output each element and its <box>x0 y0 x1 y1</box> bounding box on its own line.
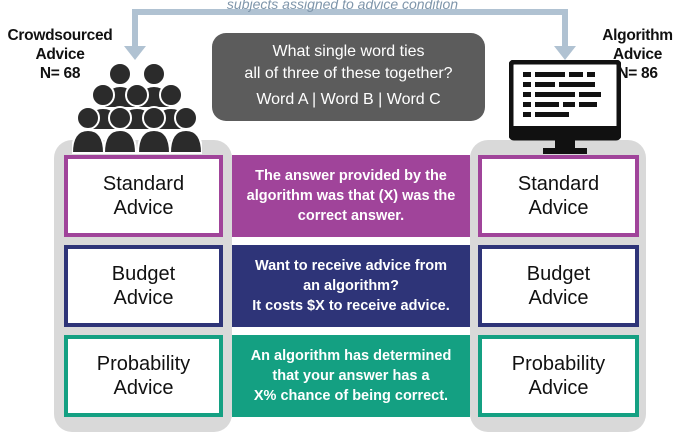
question-line-3: Word A | Word B | Word C <box>256 91 441 108</box>
card-label-1: Probability <box>96 353 191 375</box>
computer-monitor-icon <box>509 60 621 154</box>
crowd-title: Crowdsourced Advice N= 68 <box>7 27 113 82</box>
card-label-1: Standard <box>102 173 185 195</box>
card-label-2: Advice <box>528 377 589 399</box>
question-line-1: What single word ties <box>272 43 425 60</box>
budget-advice-message: Want to receive advice from an algorithm… <box>232 245 470 327</box>
crowd-standard-advice: Standard Advice <box>64 155 223 237</box>
group-of-people-icon <box>72 62 202 154</box>
algorithm-title: Algorithm Advice N= 86 <box>602 27 673 82</box>
standard-advice-message: The answer provided by the algorithm was… <box>232 155 470 237</box>
top-banner: subjects assigned to advice condition <box>226 0 459 12</box>
card-label-1: Probability <box>511 353 606 375</box>
algorithm-standard-advice: Standard Advice <box>478 155 639 237</box>
card-label-2: Advice <box>528 287 589 309</box>
question-box: What single word ties all of three of th… <box>212 33 485 121</box>
card-label-2: Advice <box>113 287 174 309</box>
algorithm-budget-advice: Budget Advice <box>478 245 639 327</box>
probability-advice-message: An algorithm has determined that your an… <box>232 335 470 417</box>
question-line-2: all of three of these together? <box>244 65 453 82</box>
card-label-2: Advice <box>113 197 174 219</box>
card-label-2: Advice <box>528 197 589 219</box>
crowd-probability-advice: Probability Advice <box>64 335 223 417</box>
crowd-budget-advice: Budget Advice <box>64 245 223 327</box>
algorithm-probability-advice: Probability Advice <box>478 335 639 417</box>
card-label-1: Budget <box>111 263 176 285</box>
card-label-1: Standard <box>517 173 600 195</box>
card-label-1: Budget <box>526 263 591 285</box>
card-label-2: Advice <box>113 377 174 399</box>
